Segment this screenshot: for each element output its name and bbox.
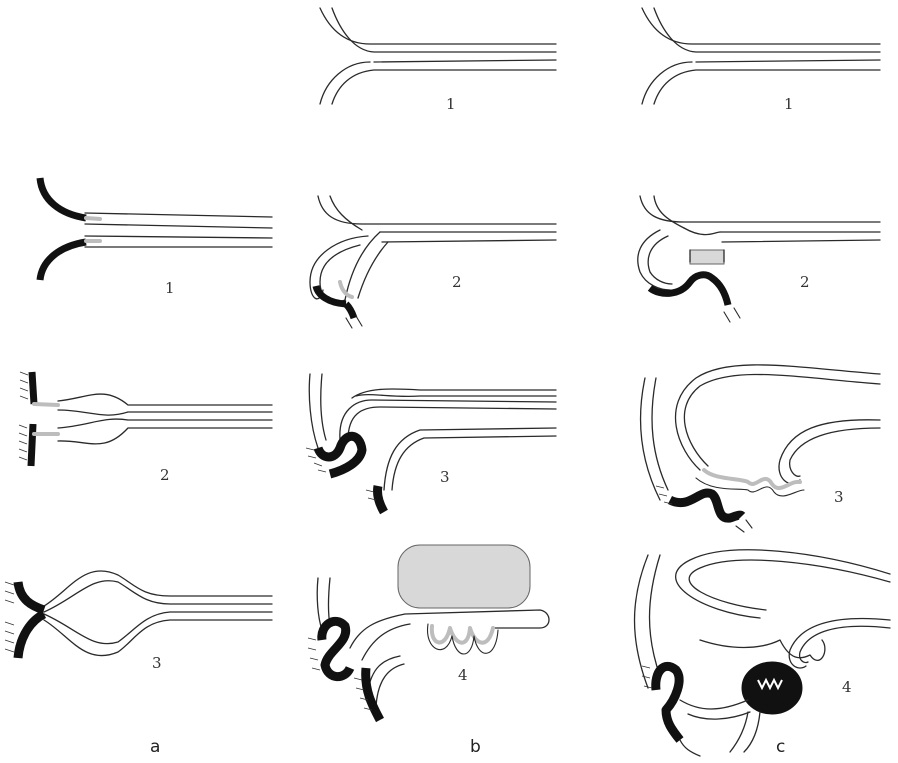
label-c1: 1 [784,95,794,113]
diagram-b3: 3 [306,374,556,512]
column-label-a: a [150,737,160,757]
label-b1: 1 [446,95,456,113]
column-label-c: c [776,737,785,757]
diagram-c2: 2 [638,196,880,322]
diagram-b2: 2 [310,196,556,328]
diagram-c1: 1 [642,8,880,113]
column-a: 1 2 3 a [5,178,272,757]
label-a1: 1 [165,279,175,297]
column-b: 1 2 [306,8,556,757]
column-label-b: b [470,737,481,757]
label-c4: 4 [842,678,852,696]
diagram-a1: 1 [40,178,272,297]
label-b4: 4 [458,666,468,684]
column-c: 1 2 [635,8,891,757]
diagram-a3: 3 [5,571,272,672]
diagram-c4: 4 [635,550,891,756]
label-b2: 2 [452,273,462,291]
diagram-a2: 2 [19,372,272,484]
diagram-b1: 1 [320,8,556,113]
diagram-b4: 4 [308,545,549,720]
label-c2: 2 [800,273,810,291]
label-b3: 3 [440,468,450,486]
label-a2: 2 [160,466,170,484]
label-a3: 3 [152,654,162,672]
diagram-c3: 3 [640,365,880,532]
label-c3: 3 [834,488,844,506]
